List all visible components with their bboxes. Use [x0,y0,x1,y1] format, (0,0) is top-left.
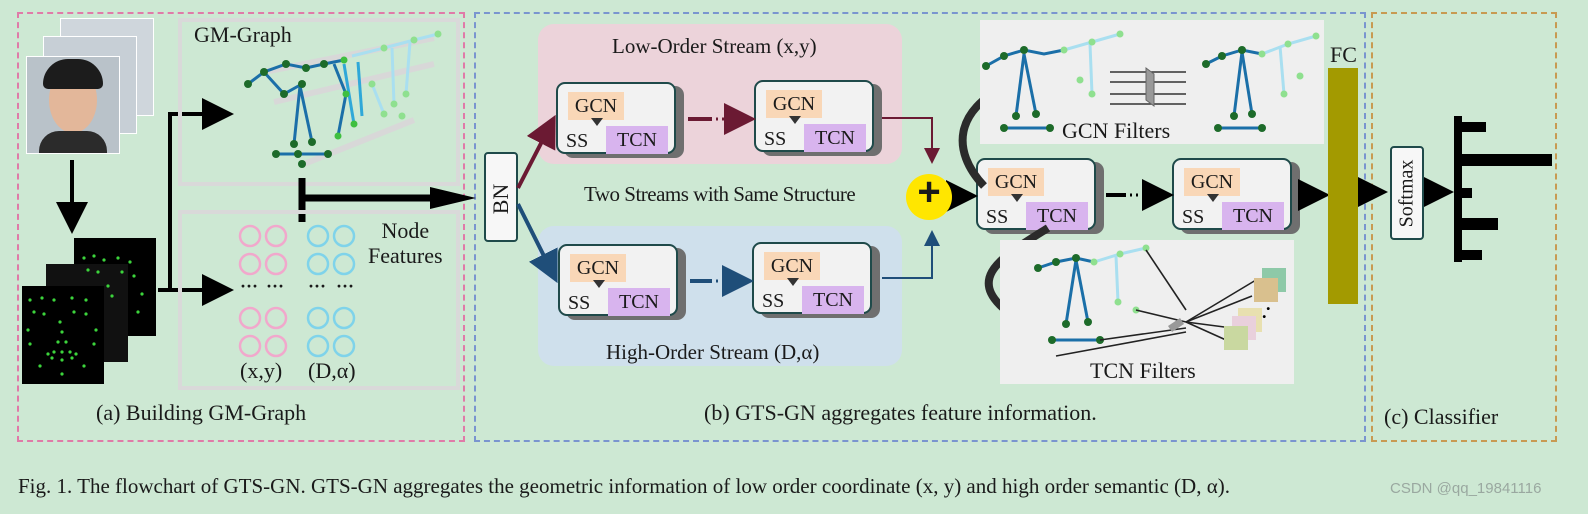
panel-gts-gn [474,12,1366,442]
softmax-box: Softmax [1390,146,1424,240]
tcn-label: TCN [606,126,668,154]
gcn-filters-label: GCN Filters [1062,118,1171,143]
xy-label: (x,y) [240,358,283,383]
tcn-label: TCN [608,288,670,316]
down-arrow-icon [1011,194,1023,202]
caption-b: (b) GTS-GN aggregates feature informatio… [704,400,1097,425]
low-block-2: GCN SS TCN [754,80,874,152]
caption-a: (a) Building GM-Graph [96,400,307,425]
tcn-label: TCN [1026,202,1088,230]
down-arrow-icon [789,116,801,124]
classifier-output-bars [1454,116,1552,262]
node-feature-circles [238,224,356,358]
ss-label: SS [762,290,785,312]
gcn-label: GCN [570,254,626,282]
tcn-label: TCN [1222,202,1284,230]
gcn-label: GCN [568,92,624,120]
tcn-filters-label: TCN Filters [1090,358,1196,383]
gcn-label: GCN [764,252,820,280]
ellipsis-1: ··· [240,276,259,296]
ss-label: SS [1182,206,1205,228]
low-order-stream-title: Low-Order Stream (x,y) [612,34,817,58]
gcn-label: GCN [988,168,1044,196]
ss-label: SS [566,130,589,152]
graph-to-bn-arrow [298,178,476,222]
softmax-label: Softmax [1395,159,1418,228]
panel-a-arrows [56,98,234,306]
svg-text:.: . [1262,302,1267,322]
gcn-filters-illustration [982,30,1320,132]
gcn-label: GCN [1184,168,1240,196]
landmark-image [22,286,104,384]
ss-label: SS [764,128,787,150]
plus-icon: + [917,170,941,214]
node-features-line-2: Features [368,243,443,268]
low-block-1: GCN SS TCN [556,82,676,154]
panel-classifier [1371,12,1557,442]
node-features-label: Node Features [368,218,443,268]
down-arrow-icon [593,280,605,288]
gm-graph-box [178,18,460,186]
down-arrow-icon [1207,194,1219,202]
fc-bar [1328,68,1358,304]
high-block-2: GCN SS TCN [752,242,872,314]
svg-text:.: . [1266,294,1271,314]
figure-caption: Fig. 1. The flowchart of GTS-GN. GTS-GN … [18,474,1230,498]
gcn-label: GCN [766,90,822,118]
tcn-label: TCN [804,124,866,152]
ss-label: SS [986,206,1009,228]
ss-label: SS [568,292,591,314]
watermark: CSDN @qq_19841116 [1390,480,1542,497]
gm-graph-skeleton [244,30,442,168]
ellipsis-4: ··· [336,276,355,296]
down-arrow-icon [787,278,799,286]
high-block-1: GCN SS TCN [558,244,678,316]
tcn-label: TCN [802,286,864,314]
fc-label: FC [1330,42,1357,67]
panel-building-gm-graph [17,12,465,442]
high-order-stream-title: High-Order Stream (D,α) [606,340,820,364]
ellipsis-2: ··· [266,276,285,296]
caption-c: (c) Classifier [1384,404,1499,429]
same-structure-label: Two Streams with Same Structure [584,182,856,206]
down-arrow-icon [591,118,603,126]
face-image [26,56,120,154]
gm-graph-title: GM-Graph [194,22,292,47]
landmark-image-stack [22,238,162,388]
merged-block-2: GCN SS TCN [1172,158,1292,230]
d-alpha-label: (D,α) [308,358,356,383]
ellipsis-3: ··· [308,276,327,296]
sum-node: + [906,170,952,220]
tcn-filters-illustration: . . [1034,244,1286,357]
node-features-box [178,210,460,390]
face-image-stack [26,18,156,158]
node-features-line-1: Node [381,218,430,243]
bn-box: BN [484,152,518,242]
